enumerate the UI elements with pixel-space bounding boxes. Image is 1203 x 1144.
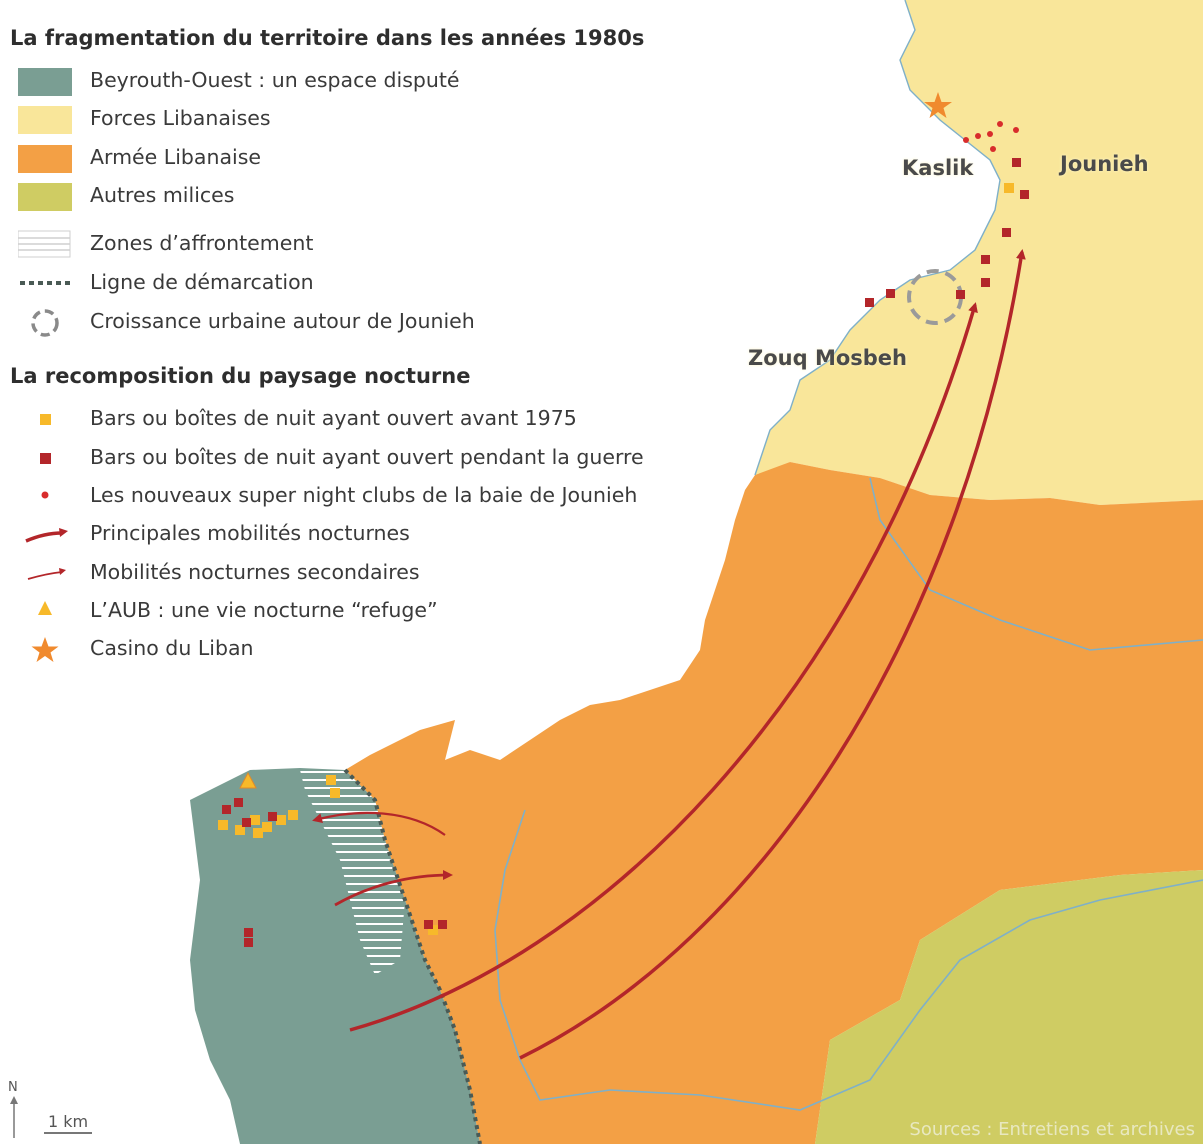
legend-label: Zones d’affrontement [90, 231, 314, 255]
red-dot-icon [41, 491, 49, 499]
sources-note: Sources : Entretiens et archives [909, 1119, 1195, 1140]
legend-label: Ligne de démarcation [90, 270, 314, 294]
legend-item-main-mobility: Principales mobilités nocturnes [18, 519, 718, 551]
super-night-clubs [963, 121, 1019, 152]
casino-star [924, 92, 952, 118]
swatch-armee-libanaise [18, 145, 72, 173]
secondary-mobility-arrow [334, 870, 453, 907]
legend-label: Casino du Liban [90, 636, 254, 660]
legend-label: Principales mobilités nocturnes [90, 521, 410, 545]
legend-label: Bars ou boîtes de nuit ayant ouvert pend… [90, 445, 644, 469]
legend-title-territory: La fragmentation du territoire dans les … [10, 26, 645, 50]
zone-forces-libanaises [755, 0, 1203, 505]
demarcation-line [343, 768, 482, 1144]
legend-title-night: La recomposition du paysage nocturne [10, 364, 471, 388]
legend-label: Forces Libanaises [90, 106, 271, 130]
zone-autres-milices [815, 870, 1203, 1144]
legend-label: Armée Libanaise [90, 145, 262, 169]
legend-item-beyrouth-ouest: Beyrouth-Ouest : un espace disputé [18, 66, 718, 98]
legend: La fragmentation du territoire dans les … [0, 0, 720, 680]
legend-label: Croissance urbaine autour de Jounieh [90, 309, 475, 333]
zone-beyrouth-ouest [190, 768, 480, 1144]
swatch-forces-libanaises [18, 106, 72, 134]
main-mobility-arrow [519, 249, 1026, 1060]
north-label: N [8, 1080, 18, 1095]
coastline [754, 0, 1001, 476]
place-zouq-mosbeh: Zouq Mosbeh [748, 346, 907, 370]
place-jounieh: Jounieh [1060, 152, 1149, 176]
legend-label: Bars ou boîtes de nuit ayant ouvert avan… [90, 406, 577, 430]
dotted-line-icon [20, 281, 70, 285]
zone-affrontement [300, 770, 405, 975]
north-arrow-head [10, 1096, 18, 1104]
red-square-icon [40, 453, 51, 464]
legend-item-urban-growth: Croissance urbaine autour de Jounieh [18, 307, 718, 339]
legend-item-aub: L’AUB : une vie nocturne “refuge” [18, 596, 718, 628]
place-kaslik: Kaslik [902, 156, 974, 180]
river [494, 809, 1203, 1111]
legend-item-armee-libanaise: Armée Libanaise [18, 143, 718, 175]
legend-item-bars-during-war: Bars ou boîtes de nuit ayant ouvert pend… [18, 443, 718, 475]
bars-before-1975 [218, 183, 1014, 935]
bars-during-war [222, 158, 1029, 947]
legend-label: L’AUB : une vie nocturne “refuge” [90, 598, 438, 622]
zone-armee-libanaise [345, 462, 1203, 1144]
legend-item-bars-before-1975: Bars ou boîtes de nuit ayant ouvert avan… [18, 404, 718, 436]
secondary-mobility-arrow [312, 811, 446, 836]
triangle-icon [38, 601, 52, 615]
main-mobility-arrow [349, 302, 978, 1032]
swatch-hatch [18, 230, 71, 258]
legend-item-zones-affrontement: Zones d’affrontement [18, 229, 718, 261]
thick-arrow-icon [25, 528, 68, 543]
legend-label: Mobilités nocturnes secondaires [90, 560, 420, 584]
swatch-beyrouth-ouest [18, 68, 72, 96]
scale-label: 1 km [48, 1112, 89, 1131]
star-icon [31, 637, 59, 662]
swatch-autres-milices [18, 183, 72, 211]
legend-item-super-clubs: Les nouveaux super night clubs de la bai… [18, 481, 718, 513]
legend-item-casino: Casino du Liban [18, 634, 718, 666]
legend-item-forces-libanaises: Forces Libanaises [18, 104, 718, 136]
yellow-square-icon [40, 414, 51, 425]
legend-item-demarcation: Ligne de démarcation [18, 268, 718, 300]
legend-label: Les nouveaux super night clubs de la bai… [90, 483, 638, 507]
legend-item-secondary-mobility: Mobilités nocturnes secondaires [18, 558, 718, 590]
legend-item-autres-milices: Autres milices [18, 181, 718, 213]
aub-triangle [239, 771, 257, 789]
dashed-circle-icon [31, 309, 59, 337]
thin-arrow-icon [27, 568, 66, 580]
river [869, 477, 1203, 651]
legend-label: Autres milices [90, 183, 235, 207]
legend-label: Beyrouth-Ouest : un espace disputé [90, 68, 460, 92]
